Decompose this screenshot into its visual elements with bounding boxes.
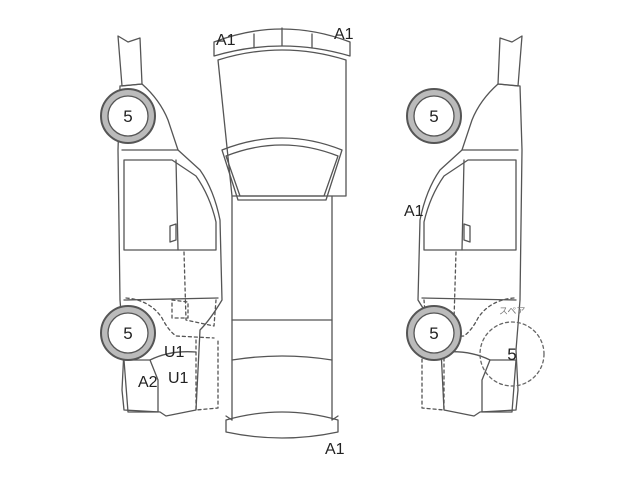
damage-mark-left-rear-u1-upper: U1 (164, 344, 185, 361)
tire-left-front: 5 (100, 88, 156, 144)
tire-left-rear: 5 (100, 305, 156, 361)
tire-left-rear-value: 5 (123, 324, 132, 343)
damage-mark-roof-front-left: A1 (216, 32, 236, 49)
spare-label: スペア (499, 306, 526, 316)
left-side-view (117, 35, 223, 417)
tire-right-front: 5 (406, 88, 462, 144)
tire-right-rear-value: 5 (429, 324, 438, 343)
tire-right-rear: 5 (406, 305, 462, 361)
damage-mark-left-rear-a2: A2 (138, 374, 158, 391)
tire-spare-value: 5 (507, 345, 516, 364)
tire-left-front-value: 5 (123, 107, 132, 126)
damage-mark-left-rear-u1-lower: U1 (168, 370, 189, 387)
damage-mark-right-door: A1 (404, 203, 424, 220)
right-side-view (417, 35, 523, 417)
damage-mark-roof-front-right: A1 (334, 26, 354, 43)
tire-right-front-value: 5 (429, 107, 438, 126)
top-view (213, 27, 351, 439)
damage-mark-rear-bumper: A1 (325, 441, 345, 458)
tire-spare: 5 (479, 321, 545, 387)
